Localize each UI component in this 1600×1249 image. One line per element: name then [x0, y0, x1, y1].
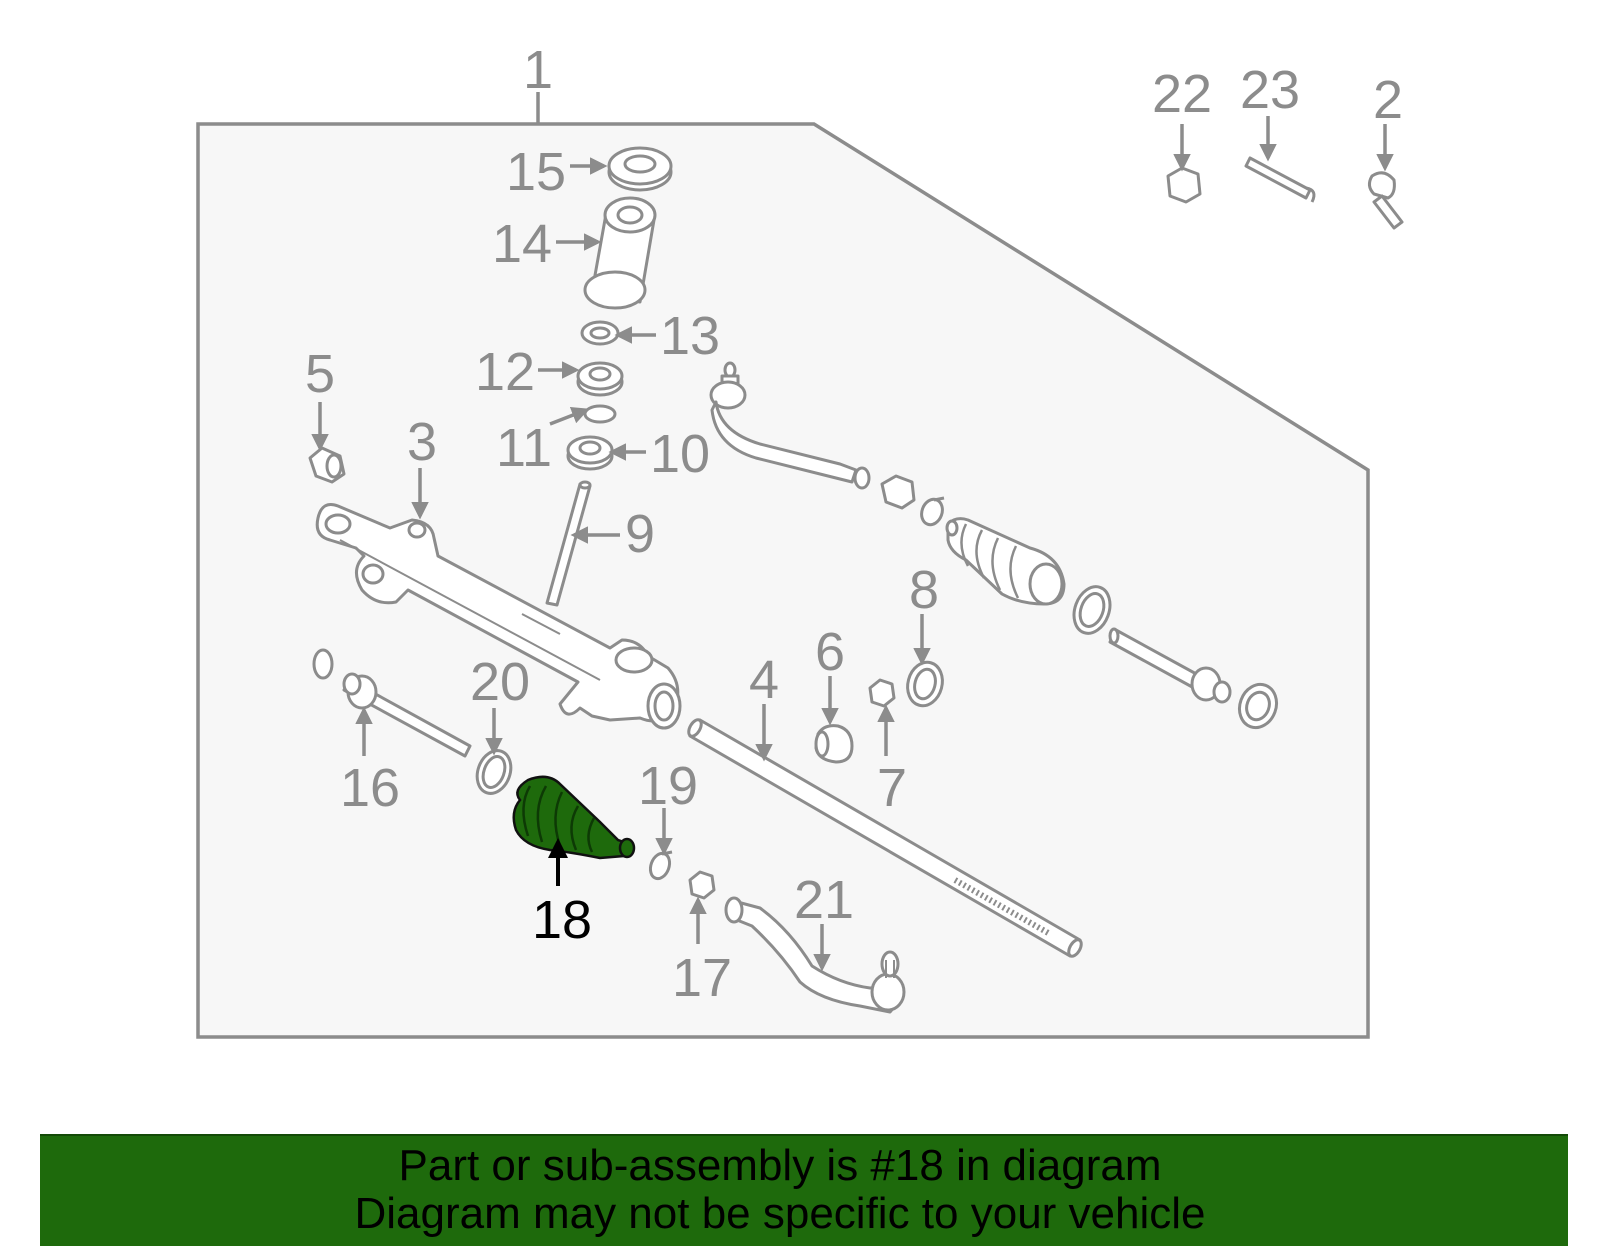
callout-13: 13 [660, 306, 720, 366]
callout-14: 14 [492, 214, 552, 274]
callout-9: 9 [625, 504, 655, 564]
banner-disclaimer-line: Diagram may not be specific to your vehi… [354, 1189, 1206, 1238]
callout-16: 16 [340, 758, 400, 818]
part-23-cotter-pin [1244, 156, 1316, 203]
upper-seal [1237, 682, 1279, 730]
part-14-bushing [583, 196, 657, 310]
part-21-tie-rod-end [724, 896, 906, 1014]
callout-5: 5 [305, 344, 335, 404]
callout-10: 10 [650, 424, 710, 484]
part-4-rack [687, 718, 1083, 958]
part-11-o-ring [583, 404, 617, 424]
callout-2: 2 [1373, 70, 1403, 130]
part-18-boot-highlighted [512, 775, 636, 860]
callout-4: 4 [749, 650, 779, 710]
upper-nut [880, 474, 916, 510]
callout-11: 11 [496, 418, 552, 478]
callout-12: 12 [475, 342, 535, 402]
callout-17: 17 [672, 948, 732, 1008]
callout-1: 1 [523, 40, 553, 100]
arrow-11 [549, 406, 590, 426]
assembly-panel [196, 122, 1370, 1039]
part-13-ring [580, 320, 620, 346]
upper-clamp [920, 496, 945, 527]
banner-part-line: Part or sub-assembly is #18 in diagram [398, 1141, 1162, 1190]
upper-boot [945, 517, 1066, 606]
callout-15: 15 [506, 142, 566, 202]
parts-diagram: 1 22 23 2 15 14 13 12 5 11 10 3 9 8 6 20… [196, 40, 1404, 1039]
upper-inner-tie-rod [1108, 627, 1232, 704]
part-2-bolt [1367, 171, 1404, 230]
upper-tie-rod-end [709, 361, 871, 490]
info-banner: Part or sub-assembly is #18 in diagram D… [40, 1134, 1568, 1246]
part-9-pinion-shaft [545, 480, 592, 607]
callout-21: 21 [794, 870, 854, 930]
part-17-nut [688, 870, 716, 900]
part-16-inner-tie-rod [312, 648, 472, 758]
callout-23: 23 [1240, 60, 1300, 120]
part-8-seal [906, 660, 944, 708]
callout-7: 7 [877, 758, 907, 818]
part-22-nut [1166, 166, 1202, 204]
callout-19: 19 [638, 756, 698, 816]
callout-18: 18 [532, 890, 592, 950]
callout-20: 20 [470, 652, 530, 712]
callout-22: 22 [1152, 64, 1212, 124]
part-6-bushing [814, 724, 854, 764]
part-12-seal [576, 361, 624, 397]
callout-3: 3 [407, 412, 437, 472]
part-10-seal [566, 435, 614, 471]
callout-6: 6 [815, 622, 845, 682]
part-3-rack-housing [315, 503, 682, 730]
part-15-seal [607, 146, 673, 192]
part-7-nut [868, 678, 896, 708]
upper-large-clamp [1072, 585, 1112, 635]
callout-8: 8 [909, 560, 939, 620]
